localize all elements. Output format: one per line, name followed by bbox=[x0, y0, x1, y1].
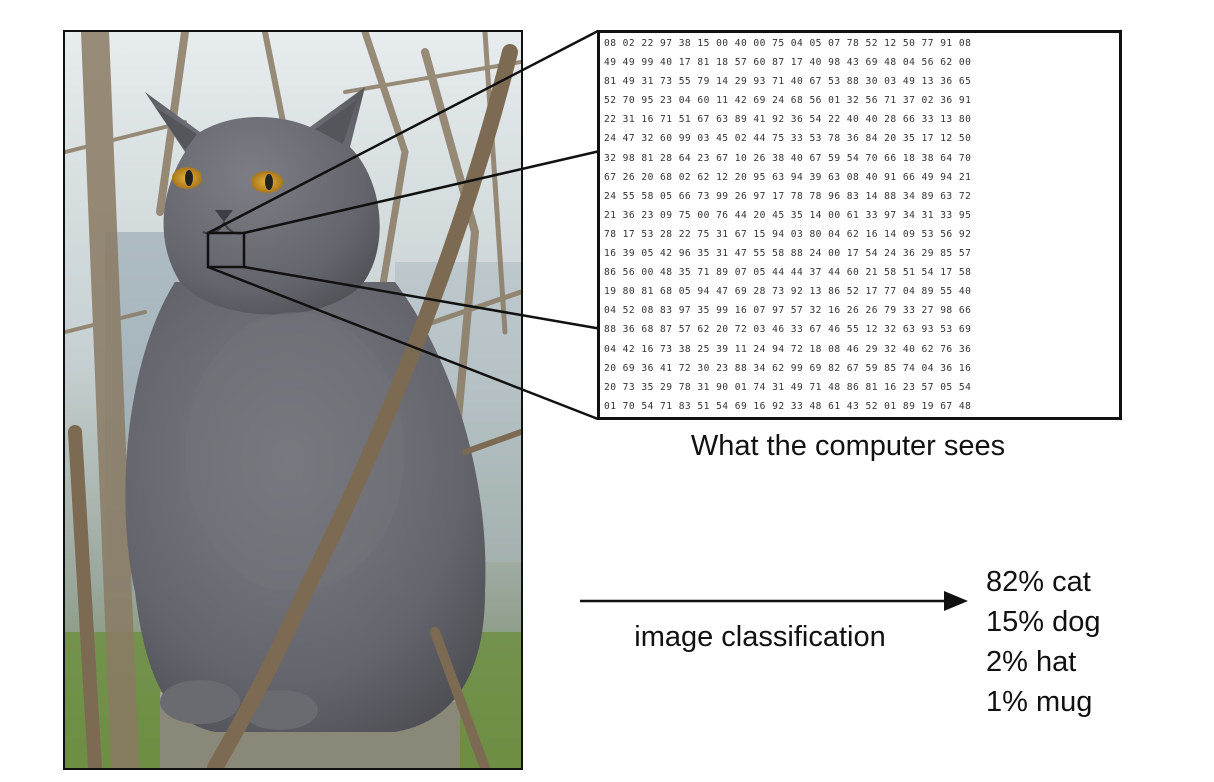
pixel-row: 21 36 23 09 75 00 76 44 20 45 35 14 00 6… bbox=[604, 209, 972, 221]
grid-caption: What the computer sees bbox=[690, 430, 1006, 462]
pixel-row: 67 26 20 68 02 62 12 20 95 63 94 39 63 0… bbox=[604, 171, 972, 183]
pixel-row: 49 49 99 40 17 81 18 57 60 87 17 40 98 4… bbox=[604, 57, 972, 69]
pixel-row: 22 31 16 71 51 67 63 89 41 92 36 54 22 4… bbox=[604, 114, 972, 126]
pixel-row: 01 70 54 71 83 51 54 69 16 92 33 48 61 4… bbox=[604, 400, 972, 412]
pixel-row: 52 70 95 23 04 60 11 42 69 24 68 56 01 3… bbox=[604, 95, 972, 107]
cat-photo bbox=[63, 30, 523, 770]
pixel-row: 81 49 31 73 55 79 14 29 93 71 40 67 53 8… bbox=[604, 76, 972, 88]
result-line: 2% hat bbox=[986, 646, 1077, 678]
pixel-row: 04 42 16 73 38 25 39 11 24 94 72 18 08 4… bbox=[604, 343, 972, 355]
classification-results: 82% cat 15% dog 2% hat 1% mug bbox=[986, 562, 1101, 722]
result-line: 82% cat bbox=[986, 566, 1091, 598]
pixel-row: 16 39 05 42 96 35 31 47 55 58 88 24 00 1… bbox=[604, 248, 972, 260]
pixel-row: 86 56 00 48 35 71 89 07 05 44 44 37 44 6… bbox=[604, 267, 972, 279]
pixel-row: 20 73 35 29 78 31 90 01 74 31 49 71 48 8… bbox=[604, 381, 972, 393]
pixel-row: 20 69 36 41 72 30 23 88 34 62 99 69 82 6… bbox=[604, 362, 972, 374]
arrow-label: image classification bbox=[634, 621, 886, 653]
pixel-row: 78 17 53 28 22 75 31 67 15 94 03 80 04 6… bbox=[604, 228, 972, 240]
cat-illustration bbox=[65, 32, 521, 768]
right-arrow-icon bbox=[580, 591, 968, 611]
pixel-row: 24 47 32 60 99 03 45 02 44 75 33 53 78 3… bbox=[604, 133, 972, 145]
pixel-row: 32 98 81 28 64 23 67 10 26 38 40 67 59 5… bbox=[604, 152, 972, 164]
pixel-row: 08 02 22 97 38 15 00 40 00 75 04 05 07 7… bbox=[604, 38, 972, 49]
pixel-row: 04 52 08 83 97 35 99 16 07 97 57 32 16 2… bbox=[604, 305, 972, 317]
result-line: 15% dog bbox=[986, 606, 1101, 638]
result-line: 1% mug bbox=[986, 686, 1093, 718]
pixel-row: 24 55 58 05 66 73 99 26 97 17 78 78 96 8… bbox=[604, 190, 972, 202]
pixel-row: 19 80 81 68 05 94 47 69 28 73 92 13 86 5… bbox=[604, 286, 972, 298]
pixel-row: 88 36 68 87 57 62 20 72 03 46 33 67 46 5… bbox=[604, 324, 972, 336]
pixel-value-grid: 08 02 22 97 38 15 00 40 00 75 04 05 07 7… bbox=[597, 30, 1122, 420]
